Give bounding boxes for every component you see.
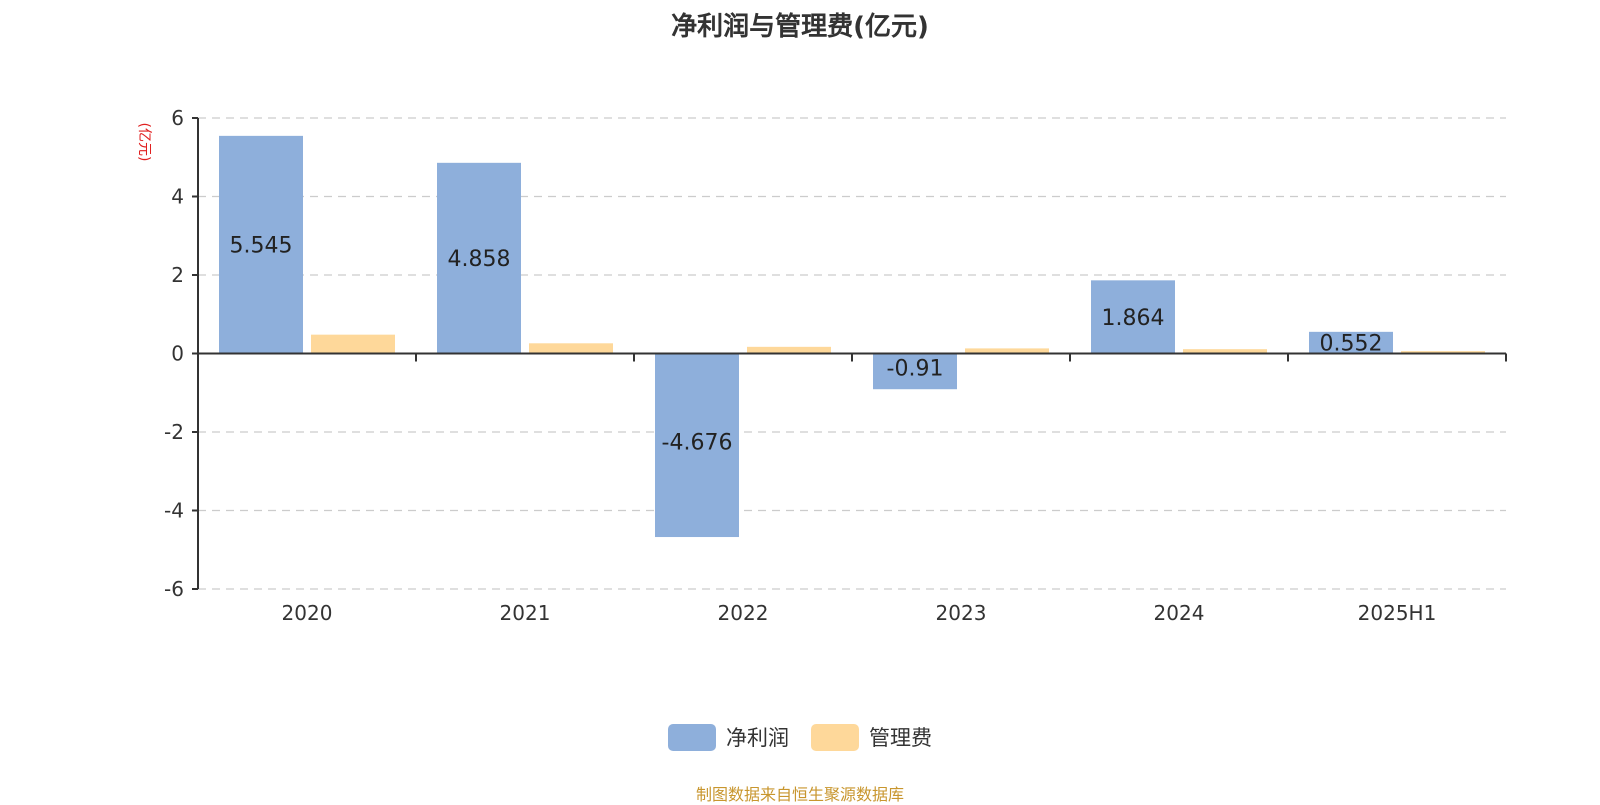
data-label: -4.676	[662, 431, 733, 456]
bars	[219, 135, 1485, 538]
y-tick-label: -6	[164, 577, 184, 601]
data-label: -0.91	[887, 357, 944, 382]
x-tick-label: 2022	[718, 601, 769, 625]
y-tick-label: 4	[171, 185, 184, 209]
x-tick-label: 2020	[282, 601, 333, 625]
bar-net-profit	[219, 135, 303, 354]
legend-label: 净利润	[726, 726, 789, 750]
data-label: 4.858	[448, 247, 511, 272]
bar-net-profit	[1309, 331, 1393, 354]
legend-item-admin-fee[interactable]: 管理费	[811, 722, 932, 752]
axes: 6 4 2 0 -2 -4 -6 2020 2021 2022 2023 2024 2025H1	[164, 106, 1507, 625]
data-label: 5.545	[230, 234, 293, 259]
bar-net-profit	[437, 162, 521, 354]
legend-item-net-profit[interactable]: 净利润	[668, 722, 789, 752]
bar-admin-fee	[311, 334, 395, 354]
gridlines	[198, 117, 1506, 590]
x-tick-label: 2021	[500, 601, 551, 625]
x-tick-label: 2023	[936, 601, 987, 625]
data-label: 0.552	[1320, 332, 1383, 357]
data-labels: 5.545 4.858 -4.676 -0.91 1.864 0.552	[230, 234, 1383, 456]
data-label: 1.864	[1102, 306, 1165, 331]
y-tick-label: 2	[171, 263, 184, 287]
bar-admin-fee	[1401, 351, 1485, 354]
x-tick-label: 2025H1	[1358, 601, 1437, 625]
chart-title: 净利润与管理费(亿元)	[671, 12, 929, 42]
y-tick-label: -2	[164, 420, 184, 444]
legend: 净利润 管理费	[0, 722, 1600, 752]
y-tick-label: 6	[171, 106, 184, 130]
bar-net-profit	[1091, 280, 1175, 354]
bar-admin-fee	[1183, 349, 1267, 354]
data-source-note: 制图数据来自恒生聚源数据库	[695, 785, 904, 804]
bar-admin-fee	[965, 348, 1049, 354]
y-tick-label: 0	[171, 342, 184, 366]
legend-swatch-net-profit	[668, 723, 716, 751]
bar-net-profit	[655, 353, 739, 538]
legend-label: 管理费	[869, 726, 932, 750]
legend-swatch-admin-fee	[811, 723, 859, 751]
bar-admin-fee	[529, 343, 613, 354]
x-tick-label: 2024	[1154, 601, 1205, 625]
y-tick-label: -4	[164, 499, 184, 523]
y-axis-unit-label: (亿元)	[136, 123, 152, 162]
bar-net-profit	[873, 353, 957, 390]
bar-admin-fee	[747, 346, 831, 354]
